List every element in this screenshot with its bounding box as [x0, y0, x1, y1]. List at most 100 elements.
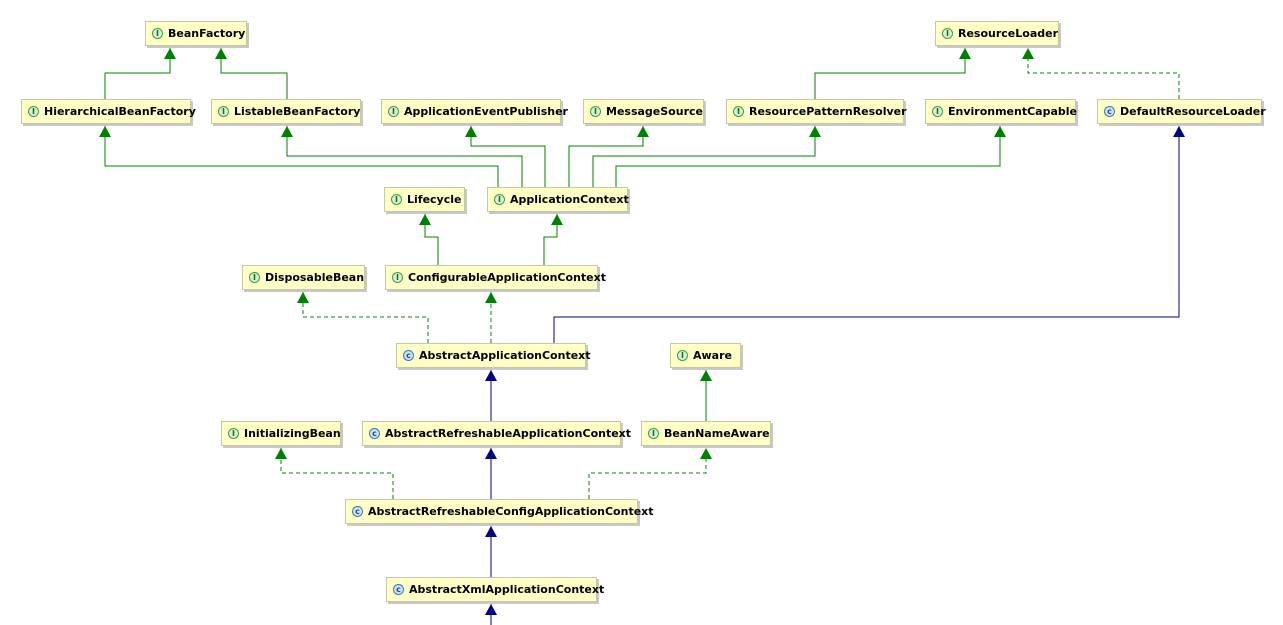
node-label: AbstractApplicationContext [419, 349, 591, 362]
relation-edge [485, 292, 497, 343]
relation-edge [465, 126, 546, 187]
node-aware[interactable]: I Aware [670, 343, 741, 368]
relation-edge [104, 48, 176, 99]
interface-icon: I [228, 428, 239, 439]
arrowhead-icon [419, 214, 431, 225]
arrowhead-icon [215, 48, 227, 59]
node-listable-bean-factory[interactable]: I ListableBeanFactory [211, 99, 361, 124]
node-abstract-refreshable-application-context[interactable]: c AbstractRefreshableApplicationContext [362, 421, 631, 446]
node-label: ApplicationContext [510, 193, 629, 206]
relation-edge [275, 448, 394, 499]
node-label: EnvironmentCapable [948, 105, 1078, 118]
relation-edge [700, 370, 712, 421]
relation-edge [615, 126, 1006, 187]
arrowhead-icon [1173, 126, 1185, 137]
node-label: Lifecycle [407, 193, 462, 206]
arrowhead-icon [959, 48, 971, 59]
node-hierarchical-bean-factory[interactable]: I HierarchicalBeanFactory [21, 99, 196, 124]
arrowhead-icon [551, 214, 563, 225]
arrowhead-icon [637, 126, 649, 137]
relation-edge [485, 448, 497, 499]
node-label: DisposableBean [265, 271, 365, 284]
interface-icon: I [28, 106, 39, 117]
arrowhead-icon [485, 292, 497, 303]
relation-edge [814, 48, 971, 99]
node-lifecycle[interactable]: I Lifecycle [384, 187, 465, 212]
interface-icon: I [388, 106, 399, 117]
interface-icon: I [733, 106, 744, 117]
arrowhead-icon [465, 126, 477, 137]
abstract-icon: c [393, 584, 404, 595]
interface-icon: I [932, 106, 943, 117]
node-label: ConfigurableApplicationContext [408, 271, 606, 284]
node-label: ApplicationEventPublisher [404, 105, 568, 118]
node-abstract-refreshable-config-application-context[interactable]: c AbstractRefreshableConfigApplicationCon… [345, 499, 654, 524]
node-label: Aware [693, 349, 732, 362]
abstract-icon: c [369, 428, 380, 439]
abstract-icon: c [403, 350, 414, 361]
interface-icon: I [249, 272, 260, 283]
interface-icon: I [152, 28, 163, 39]
relation-edge [543, 214, 563, 265]
node-label: HierarchicalBeanFactory [44, 105, 196, 118]
relation-edge [419, 214, 439, 265]
abstract-icon: c [352, 506, 363, 517]
relation-edge [485, 604, 497, 625]
relation-edge [588, 448, 712, 499]
arrowhead-icon [297, 292, 309, 303]
interface-icon: I [391, 194, 402, 205]
node-label: BeanNameAware [664, 427, 770, 440]
arrowhead-icon [99, 126, 111, 137]
node-configurable-application-context[interactable]: I ConfigurableApplicationContext [385, 265, 606, 290]
interface-icon: I [392, 272, 403, 283]
node-label: BeanFactory [168, 27, 246, 40]
relation-edge [592, 126, 821, 187]
node-bean-factory[interactable]: I BeanFactory [145, 21, 247, 46]
node-abstract-xml-application-context[interactable]: c AbstractXmlApplicationContext [386, 577, 604, 602]
interface-icon: I [218, 106, 229, 117]
node-label: AbstractXmlApplicationContext [409, 583, 605, 596]
relation-edge [568, 126, 649, 187]
node-message-source[interactable]: I MessageSource [583, 99, 704, 124]
arrowhead-icon [994, 126, 1006, 137]
node-application-context[interactable]: I ApplicationContext [487, 187, 629, 212]
arrowhead-icon [485, 604, 497, 615]
interface-icon: I [494, 194, 505, 205]
class-icon: c [1104, 106, 1115, 117]
relation-edge [485, 526, 497, 577]
node-label: MessageSource [606, 105, 703, 118]
node-environment-capable[interactable]: I EnvironmentCapable [925, 99, 1078, 124]
arrowhead-icon [809, 126, 821, 137]
relation-edge [485, 370, 497, 421]
node-disposable-bean[interactable]: I DisposableBean [242, 265, 365, 290]
node-application-event-publisher[interactable]: I ApplicationEventPublisher [381, 99, 568, 124]
node-resource-loader[interactable]: I ResourceLoader [935, 21, 1059, 46]
relation-edge [1022, 48, 1180, 99]
relation-edge [281, 126, 523, 187]
interface-icon: I [942, 28, 953, 39]
node-label: ListableBeanFactory [234, 105, 361, 118]
arrowhead-icon [700, 370, 712, 381]
relation-edge [99, 126, 499, 187]
arrowhead-icon [164, 48, 176, 59]
arrowhead-icon [1022, 48, 1034, 59]
node-resource-pattern-resolver[interactable]: I ResourcePatternResolver [726, 99, 907, 124]
node-default-resource-loader[interactable]: c DefaultResourceLoader [1097, 99, 1266, 124]
node-label: DefaultResourceLoader [1120, 105, 1266, 118]
node-label: AbstractRefreshableConfigApplicationCont… [368, 505, 654, 518]
node-label: AbstractRefreshableApplicationContext [385, 427, 632, 440]
arrowhead-icon [275, 448, 287, 459]
interface-icon: I [677, 350, 688, 361]
node-abstract-application-context[interactable]: c AbstractApplicationContext [396, 343, 591, 368]
arrowhead-icon [281, 126, 293, 137]
node-label: ResourceLoader [958, 27, 1059, 40]
interface-icon: I [590, 106, 601, 117]
arrowhead-icon [700, 448, 712, 459]
relation-edge [297, 292, 429, 343]
node-label: ResourcePatternResolver [749, 105, 907, 118]
relation-edge [215, 48, 288, 99]
